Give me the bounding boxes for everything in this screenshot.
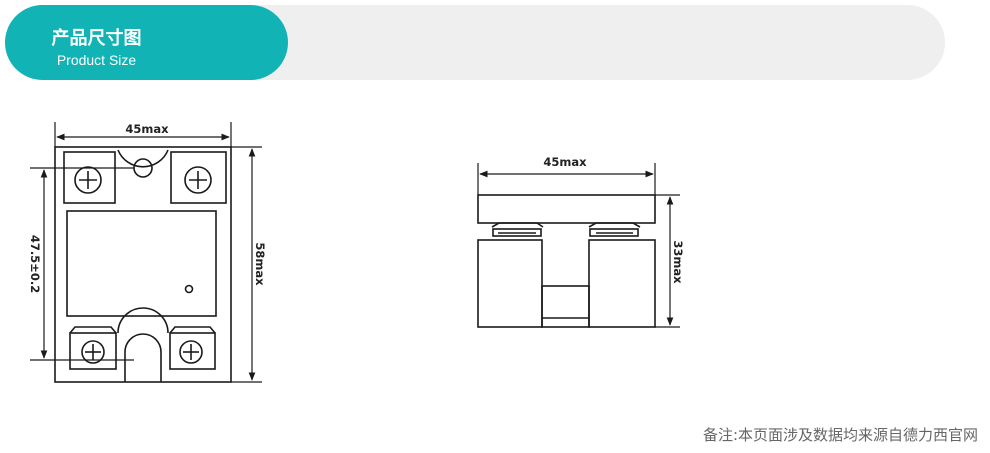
label-panel — [66, 210, 217, 317]
side-width-label: 45max — [543, 155, 587, 169]
front-dimension-lines — [30, 122, 262, 383]
front-body-outline — [54, 146, 232, 383]
section-title-pill: 产品尺寸图 Product Size — [5, 5, 288, 80]
front-view-drawing — [54, 146, 232, 383]
side-dimension-lines — [477, 163, 680, 328]
side-right-pillar — [588, 239, 656, 328]
side-center-base — [541, 285, 590, 328]
side-top-plate — [477, 194, 656, 224]
mounting-hole-top — [133, 158, 153, 178]
hole-spacing-label: 47.5±0.2 — [28, 235, 42, 293]
section-title: 产品尺寸图 — [51, 28, 142, 49]
front-width-label: 45max — [125, 122, 169, 136]
screw-icon — [184, 166, 212, 194]
mounting-slot-bottom — [124, 333, 162, 382]
indicator-led — [184, 284, 194, 294]
screw-icon — [74, 166, 102, 194]
screw-icon — [179, 340, 203, 364]
side-height-label: 33max — [671, 240, 685, 284]
front-height-label: 58max — [253, 242, 267, 286]
screw-icon — [81, 340, 105, 364]
footnote: 备注:本页面涉及数据均来源自德力西官网 — [702, 426, 978, 444]
side-view-drawing — [477, 194, 656, 328]
side-left-pillar — [477, 239, 543, 328]
section-subtitle: Product Size — [56, 52, 137, 68]
